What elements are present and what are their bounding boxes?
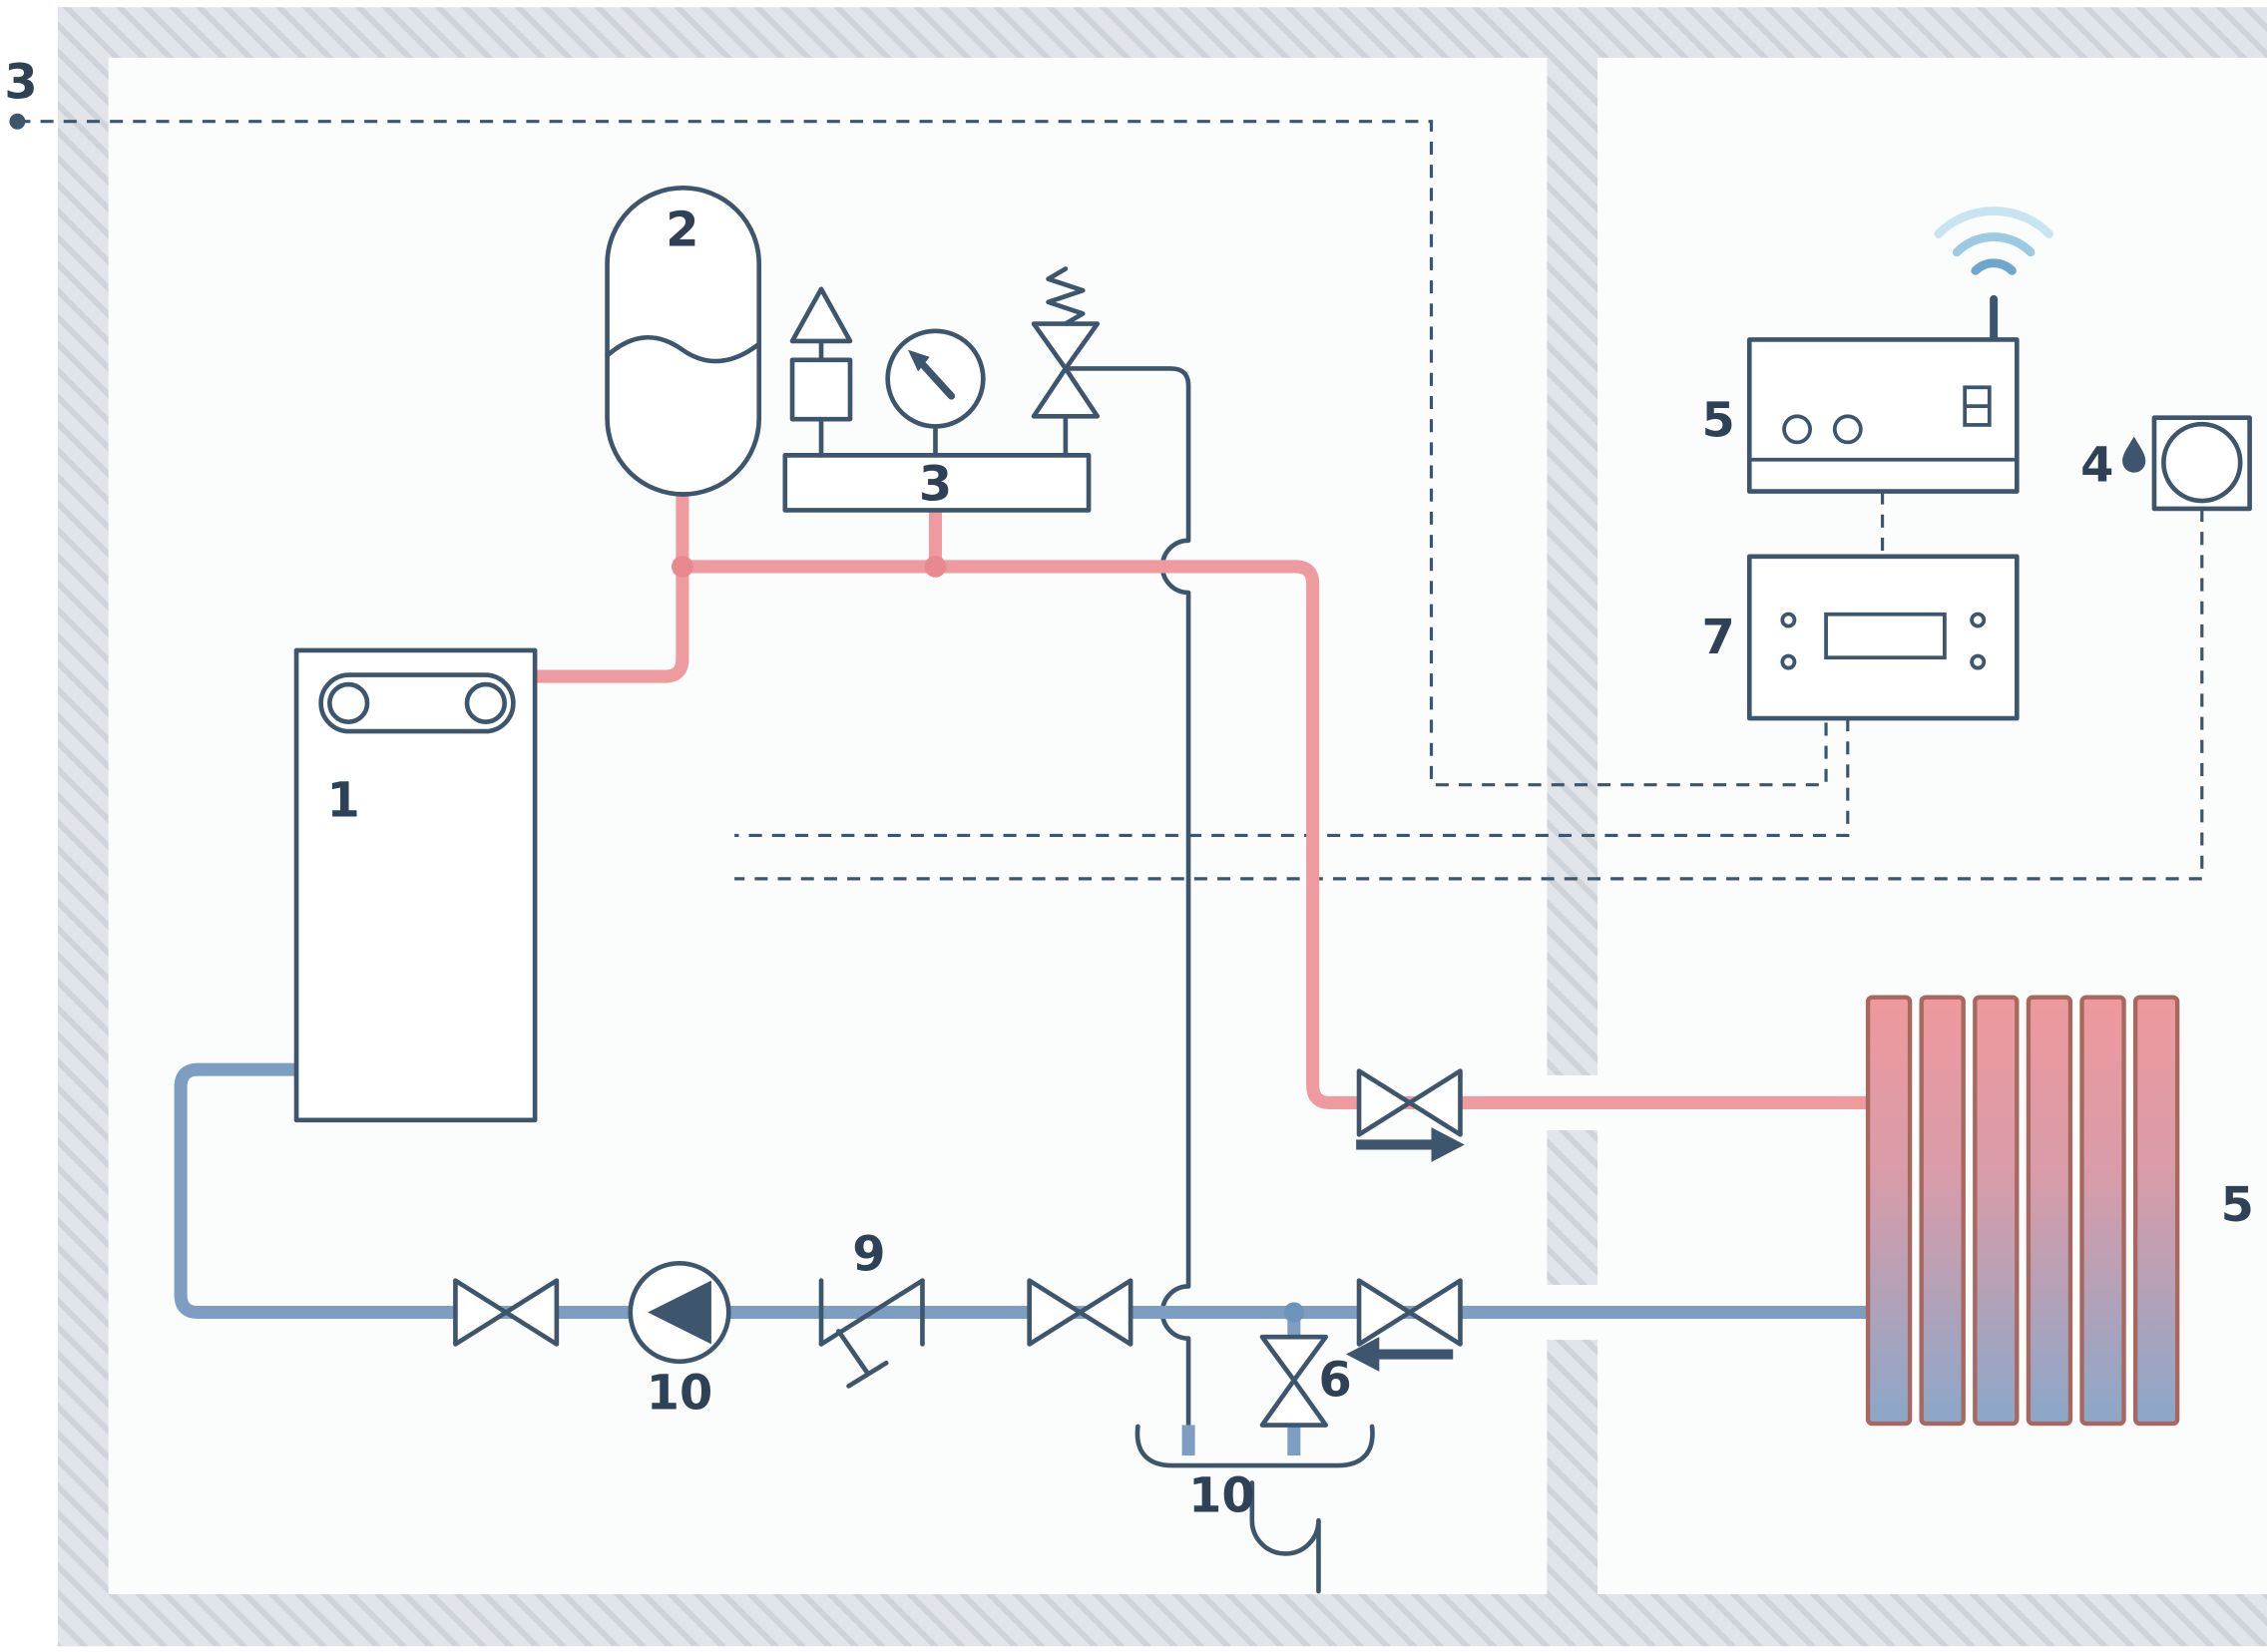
droplet-icon [2122, 436, 2146, 473]
control-wiring [9, 113, 2204, 881]
radiator-section [2079, 995, 2126, 1427]
safety-group [782, 266, 1101, 513]
return-valve-icon [1356, 1278, 1463, 1347]
vent-body [789, 357, 853, 422]
flow-arrows [1346, 1127, 1465, 1372]
supply-pipe-boiler-vessel [535, 491, 689, 683]
supply-valve-icon [1356, 1068, 1463, 1137]
gauge-needle [918, 360, 956, 400]
boiler-burner-dial [327, 681, 370, 725]
drain-valve-icon [1259, 1334, 1329, 1428]
supply-junction-dot [672, 556, 693, 578]
label-outdoor-sensor: 3 [4, 56, 37, 111]
radiator-section [1865, 995, 1913, 1427]
valves [453, 1068, 1463, 1428]
relief-spring [1046, 266, 1086, 326]
pump-icon [628, 1260, 731, 1365]
wifi-icon [1952, 232, 2036, 257]
thermostat-button [1780, 612, 1797, 628]
label-expansion-vessel: 2 [666, 203, 698, 257]
walls [57, 7, 2267, 1647]
vessel-body [605, 186, 762, 497]
thermostat-button [1970, 612, 1987, 628]
label-room-sensor: 4 [2080, 438, 2113, 493]
boiler [293, 647, 538, 1123]
shutoff-valve-icon [453, 1278, 560, 1347]
radiator [1865, 995, 2180, 1427]
radiator-section [2026, 995, 2073, 1427]
label-strainer: 9 [852, 1228, 885, 1283]
shutoff-valve-icon [1027, 1278, 1134, 1347]
strainer-icon [818, 1278, 925, 1389]
wall-bottom [57, 1594, 2267, 1647]
thermostat-body [1746, 554, 2020, 721]
drain-trap [1249, 1480, 1321, 1594]
label-thermostat: 7 [1702, 611, 1735, 665]
thermostat-button [1780, 653, 1797, 670]
wall-left [57, 7, 109, 1647]
label-boiler: 1 [326, 774, 359, 829]
return-pipe-main [174, 1062, 1873, 1320]
thermostat [1746, 554, 2020, 721]
return-pipes [174, 1062, 1873, 1455]
return-junction-dot [1283, 1302, 1304, 1323]
label-safety-group: 3 [919, 457, 952, 512]
wall-top [57, 7, 2267, 58]
return-flow-arrow-icon [1346, 1337, 1454, 1372]
room-sensor [2122, 415, 2252, 512]
supply-junction-dot [924, 556, 947, 578]
safety-valve-icon [789, 286, 853, 344]
floor-drain-icon [1134, 1424, 1375, 1594]
labels: 3 1 2 3 5 4 7 5 6 9 10 10 [4, 56, 2254, 1524]
drain-funnel [1134, 1424, 1375, 1468]
supply-pipes [535, 491, 1873, 1109]
expansion-vessel [605, 186, 762, 497]
thermostat-display [1824, 612, 1947, 660]
thermostat-button [1970, 653, 1987, 670]
control-unit-led [1782, 414, 1813, 445]
radiator-section [1919, 995, 1966, 1427]
gauge-needle-tip [907, 349, 930, 372]
wifi-icon [1934, 206, 2053, 238]
radiator-section [1973, 995, 2020, 1427]
supply-pipe-main [681, 560, 1873, 1109]
control-unit-led [1832, 414, 1863, 445]
label-floor-drain: 10 [1188, 1468, 1255, 1523]
radiator-section [2132, 995, 2180, 1427]
wifi-icon [1971, 258, 2017, 275]
label-radiator: 5 [2221, 1178, 2254, 1233]
label-control-unit: 5 [1702, 394, 1735, 449]
relief-valve-icon [1031, 321, 1101, 371]
thermostat-wire [734, 718, 1850, 838]
vessel-membrane [605, 334, 762, 364]
label-pump: 10 [647, 1367, 713, 1422]
room-sensor-dial [2161, 421, 2243, 504]
label-drain-valve: 6 [1318, 1354, 1351, 1409]
control-unit [1746, 206, 2053, 494]
supply-flow-arrow-icon [1356, 1127, 1465, 1162]
control-unit-body [1746, 337, 2020, 494]
outdoor-sensor-dot [9, 113, 26, 130]
boiler-burner-dial [464, 681, 508, 725]
boiler-burner [318, 672, 516, 734]
room-sensor-wire [734, 508, 2204, 881]
discharge-line [1067, 366, 1191, 1428]
wall-middle [1547, 57, 1598, 1595]
